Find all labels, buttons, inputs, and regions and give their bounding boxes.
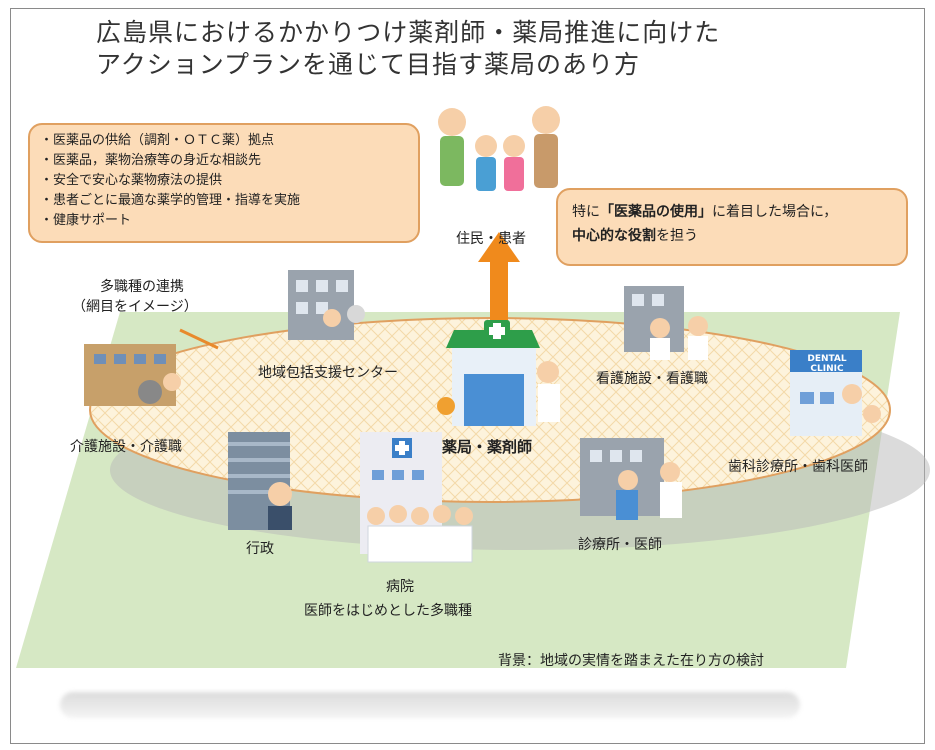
central-role-line-1: 特に「医薬品の使用」に着目した場合に， [572,204,838,220]
multi-profession-title: 多職種の連携 [100,279,184,295]
role-item: ・医薬品の供給（調剤・ＯＴＣ薬）拠点 [40,133,275,148]
nursing-facility-label: 看護施設・看護職 [596,371,708,387]
dental-label: 歯科診療所・歯科医師 [728,459,868,475]
clinic-building [580,438,682,520]
hospital-sub-label: 医師をはじめとした多職種 [304,603,472,619]
arrow-head [478,232,520,262]
role-list-bubble: ・医薬品の供給（調剤・ＯＴＣ薬）拠点 ・医薬品，薬物治療等の身近な相談先 ・安全… [28,123,420,243]
hospital-label: 病院 [386,579,414,595]
care-facility-building [84,344,181,406]
dental-sign: DENTAL CLINIC [807,354,847,374]
background-note: 背景：地域の実情を踏まえた在り方の検討 [498,653,764,669]
arrow-shaft [490,262,508,322]
central-role-line-2: 中心的な役割を担う [572,228,698,244]
dental-clinic-building [790,350,881,436]
central-role-bubble: 特に「医薬品の使用」に着目した場合に， 中心的な役割を担う [556,188,908,266]
government-building [228,432,292,530]
role-item: ・医薬品，薬物治療等の身近な相談先 [40,153,262,168]
residents-label: 住民・患者 [456,231,526,247]
link-arrow [179,328,219,350]
pharmacy-label: 薬局・薬剤師 [442,438,533,456]
family-figures [438,106,560,191]
role-item: ・健康サポート [40,213,132,228]
clinic-label: 診療所・医師 [578,537,662,553]
community-center-label: 地域包括支援センター [258,365,398,381]
nursing-facility-building [624,286,708,360]
role-item: ・安全で安心な薬物療法の提供 [40,173,223,188]
title-line-1: 広島県におけるかかりつけ薬剤師・薬局推進に向けた [96,18,721,47]
multi-profession-sub: （網目をイメージ） [72,299,198,315]
government-label: 行政 [246,541,274,557]
care-facility-label: 介護施設・介護職 [70,439,182,455]
title-line-2: アクションプランを通じて目指す薬局のあり方 [96,50,641,79]
role-item: ・患者ごとに最適な薬学的管理・指導を実施 [40,193,301,208]
community-center-building [288,270,365,340]
pharmacy-building [437,320,560,426]
hospital-building [360,432,473,563]
bottom-shadow [60,692,800,718]
